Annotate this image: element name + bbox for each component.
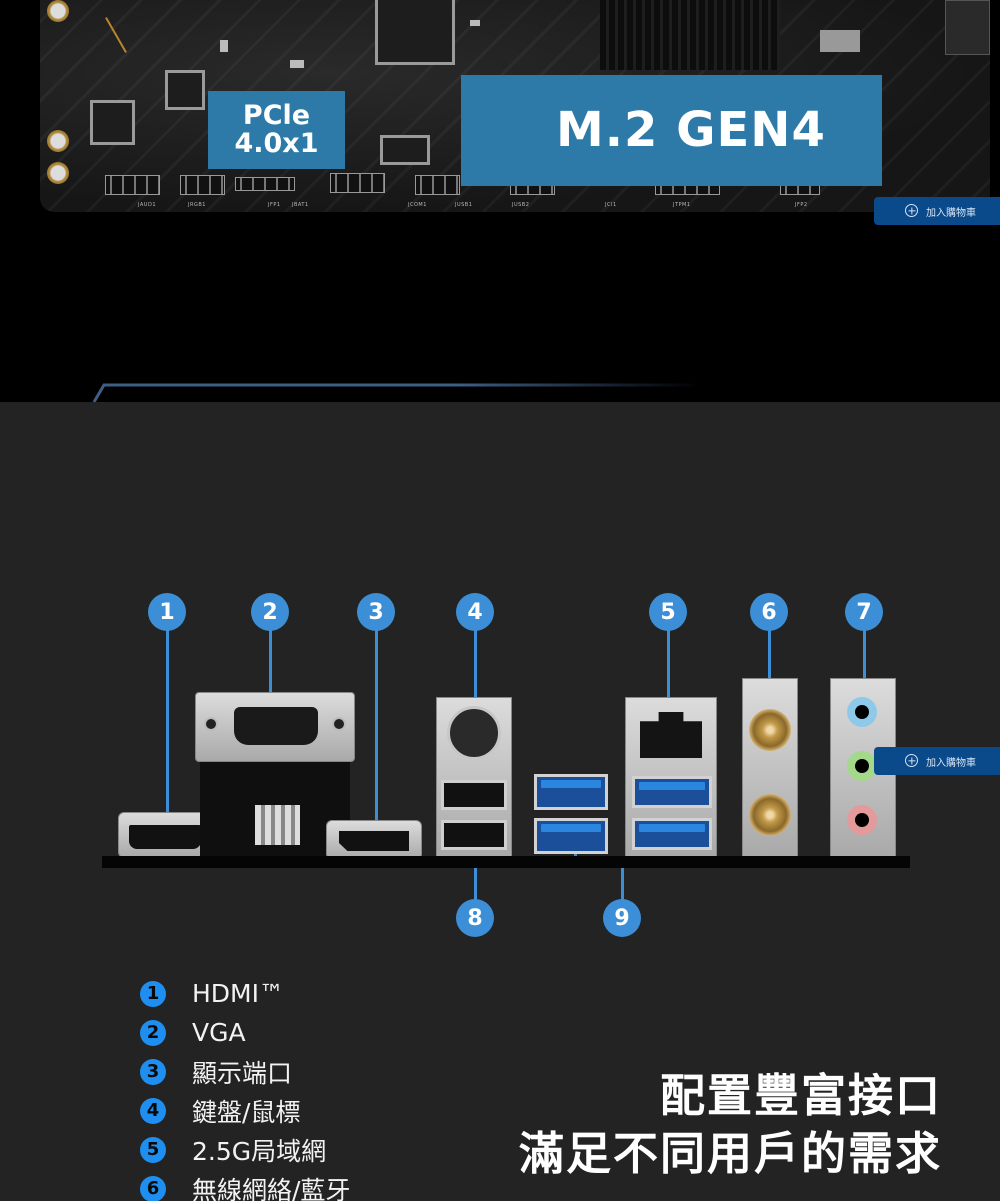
connector bbox=[945, 0, 990, 55]
callout-leader bbox=[863, 630, 866, 682]
silkscreen-label: JCOM1 bbox=[408, 202, 427, 208]
callout-leader bbox=[269, 630, 272, 710]
lan-usb-stack bbox=[625, 697, 717, 857]
audio-jack-pink bbox=[847, 805, 877, 835]
usb-header bbox=[415, 175, 460, 195]
legend-item: 1 HDMI™ bbox=[140, 974, 350, 1013]
pcie-badge-line2: 4.0x1 bbox=[234, 128, 319, 159]
accent-divider-line bbox=[92, 383, 700, 402]
legend-number: 5 bbox=[140, 1136, 166, 1163]
callout-9: 9 bbox=[603, 899, 641, 937]
add-to-cart-button[interactable]: 加入購物車 bbox=[874, 197, 1000, 225]
callout-leader bbox=[621, 860, 624, 902]
legend-label: VGA bbox=[192, 1018, 246, 1047]
pcie-badge: PCle 4.0x1 bbox=[208, 91, 345, 169]
headline-line1: 配置豐富接口 bbox=[659, 1069, 942, 1122]
legend-label: HDMI™ bbox=[192, 979, 284, 1008]
m2-gen4-badge: M.2 GEN4 bbox=[461, 75, 882, 186]
wifi-antenna-bracket bbox=[742, 678, 798, 858]
pin-header bbox=[330, 173, 385, 193]
legend-item: 5 2.5G局域網 bbox=[140, 1130, 350, 1169]
smd-part bbox=[470, 20, 480, 26]
superio-chip: nuvoTon bbox=[375, 0, 455, 65]
add-to-cart-label: 加入購物車 bbox=[926, 757, 976, 769]
antenna-connector bbox=[749, 794, 791, 836]
callout-6: 6 bbox=[750, 593, 788, 631]
legend-item: 3 顯示端口 bbox=[140, 1052, 350, 1091]
callout-7: 7 bbox=[845, 593, 883, 631]
add-to-cart-label: 加入購物車 bbox=[926, 207, 976, 219]
capacitor bbox=[47, 162, 69, 184]
pin-header bbox=[235, 177, 295, 191]
silkscreen-label: JRGB1 bbox=[188, 202, 206, 208]
hdmi-port bbox=[118, 812, 212, 858]
plus-circle-icon bbox=[905, 204, 918, 217]
silkscreen-label: JBAT1 bbox=[292, 202, 309, 208]
legend-label: 顯示端口 bbox=[192, 1058, 293, 1088]
capacitor bbox=[47, 130, 69, 152]
ps2-usb-stack bbox=[436, 697, 512, 857]
legend-number: 3 bbox=[140, 1058, 166, 1085]
silkscreen-label: JUSB1 bbox=[455, 202, 473, 208]
smd-part bbox=[290, 60, 304, 68]
chipset-heatsink bbox=[600, 0, 780, 70]
vga-port bbox=[195, 692, 355, 762]
motherboard-section: nuvoTon JAUD1 JRGB1 JFP1 JBAT1 JCOM1 JUS… bbox=[0, 0, 1000, 402]
capacitor bbox=[47, 0, 69, 22]
usb3-stack bbox=[534, 774, 610, 858]
callout-leader bbox=[667, 630, 670, 730]
silkscreen-label: JTPM1 bbox=[673, 202, 691, 208]
legend-item: 4 鍵盤/鼠標 bbox=[140, 1091, 350, 1130]
legend-label: 2.5G局域網 bbox=[192, 1136, 327, 1166]
antenna-connector bbox=[749, 709, 791, 751]
callout-5: 5 bbox=[649, 593, 687, 631]
callout-2: 2 bbox=[251, 593, 289, 631]
feature-headline: 配置豐富接口 滿足不同用戶的需求 bbox=[519, 1067, 942, 1183]
callout-4: 4 bbox=[456, 593, 494, 631]
callout-leader bbox=[474, 630, 477, 726]
legend-number: 2 bbox=[140, 1019, 166, 1046]
small-chip bbox=[380, 135, 430, 165]
callout-3: 3 bbox=[357, 593, 395, 631]
vga-bracket bbox=[200, 757, 350, 857]
io-panel-section: 1 2 3 4 5 6 7 8 9 加入購物車 1 HDMI™ 2 VGA 3 … bbox=[0, 402, 1000, 1201]
legend-number: 6 bbox=[140, 1175, 166, 1201]
pcie-badge-line1: PCle bbox=[242, 100, 311, 131]
callout-leader bbox=[166, 630, 169, 842]
port-legend: 1 HDMI™ 2 VGA 3 顯示端口 4 鍵盤/鼠標 5 2.5G局域網 6… bbox=[140, 974, 350, 1201]
silkscreen-label: JFP2 bbox=[795, 202, 808, 208]
legend-number: 1 bbox=[140, 980, 166, 1007]
pin-header bbox=[180, 175, 225, 195]
callout-1: 1 bbox=[148, 593, 186, 631]
legend-label: 鍵盤/鼠標 bbox=[192, 1097, 301, 1127]
legend-item: 6 無線網絡/藍牙 bbox=[140, 1169, 350, 1201]
headline-line2: 滿足不同用戶的需求 bbox=[518, 1127, 942, 1180]
legend-item: 2 VGA bbox=[140, 1013, 350, 1052]
audio-jack-blue bbox=[847, 697, 877, 727]
silkscreen-label: JCI1 bbox=[605, 202, 617, 208]
silkscreen-label: JUSB2 bbox=[512, 202, 530, 208]
smd-part bbox=[820, 30, 860, 52]
audio-jack-green bbox=[847, 751, 877, 781]
pin-header bbox=[105, 175, 160, 195]
chip-label: nuvoTon bbox=[378, 0, 452, 2]
silkscreen-label: JAUD1 bbox=[138, 202, 156, 208]
callout-leader bbox=[375, 630, 378, 845]
legend-label: 無線網絡/藍牙 bbox=[192, 1175, 351, 1201]
silkscreen-label: JFP1 bbox=[268, 202, 281, 208]
audio-codec-chip bbox=[90, 100, 135, 145]
plus-circle-icon bbox=[905, 754, 918, 767]
callout-8: 8 bbox=[456, 899, 494, 937]
smd-part bbox=[220, 40, 228, 52]
legend-number: 4 bbox=[140, 1097, 166, 1124]
io-shield-edge bbox=[102, 856, 910, 868]
lan-chip bbox=[165, 70, 205, 110]
callout-leader bbox=[768, 630, 771, 682]
displayport-port bbox=[326, 820, 422, 860]
add-to-cart-button[interactable]: 加入購物車 bbox=[874, 747, 1000, 775]
